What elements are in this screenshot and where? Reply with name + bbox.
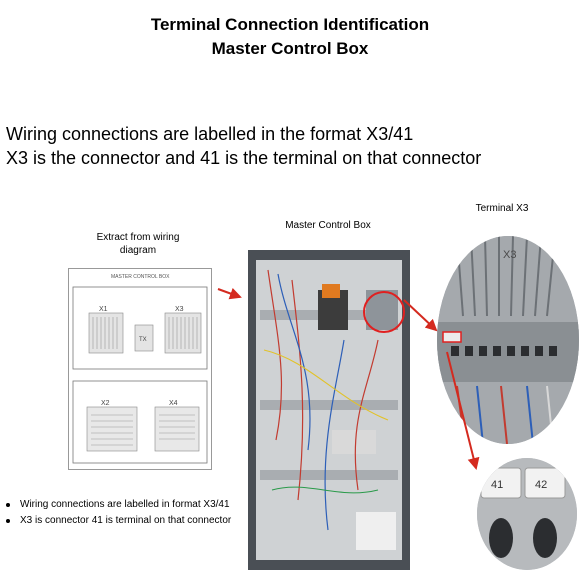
diagram-header: MASTER CONTROL BOX	[111, 274, 170, 280]
terminal-41-label: 41	[491, 479, 503, 491]
arrow-diagram-to-box	[217, 287, 242, 300]
bullet-dot-icon	[6, 503, 10, 507]
terminal-42-label: 42	[535, 479, 547, 491]
master-control-box-photo	[248, 250, 410, 570]
intro-line-2: X3 is the connector and 41 is the termin…	[6, 148, 482, 168]
bullet-text: Wiring connections are labelled in forma…	[20, 499, 230, 510]
diagram-label-tx: TX	[139, 337, 147, 343]
bullet-dot-icon	[6, 519, 10, 523]
diagram-label-x3: X3	[175, 306, 184, 313]
caption-master-control-box: Master Control Box	[285, 220, 371, 231]
bullet-list: Wiring connections are labelled in forma…	[4, 497, 231, 529]
panel-illustration	[248, 250, 410, 570]
diagram-label-x2: X2	[101, 400, 110, 407]
arrow-box-to-terminal	[403, 299, 438, 332]
caption-terminal-x3: Terminal X3	[475, 203, 529, 214]
diagram-label-x4: X4	[169, 400, 178, 407]
bullet-item: Wiring connections are labelled in forma…	[4, 497, 231, 513]
title-line-1: Terminal Connection Identification	[150, 15, 430, 34]
caption-extract: Extract from wiring diagram	[96, 232, 180, 256]
wiring-diagram-extract: MASTER CONTROL BOX X1 X3 TX X2 X4	[68, 268, 212, 470]
zoom-connector-label: X3	[503, 249, 516, 261]
bullet-text: X3 is connector 41 is terminal on that c…	[20, 515, 232, 526]
intro-line-1: Wiring connections are labelled in the f…	[6, 124, 414, 144]
arrow-terminal-to-zoom	[446, 351, 480, 470]
diagram-label-x1: X1	[99, 306, 108, 313]
title-line-2: Master Control Box	[211, 39, 369, 58]
bullet-item: X3 is connector 41 is terminal on that c…	[4, 513, 231, 529]
wiring-diagram-drawing: MASTER CONTROL BOX X1 X3 TX X2 X4	[72, 274, 208, 464]
highlight-circle	[363, 291, 405, 333]
terminal-41-illustration: 41 42	[477, 458, 577, 570]
terminal-41-zoom: 41 42	[477, 458, 577, 570]
